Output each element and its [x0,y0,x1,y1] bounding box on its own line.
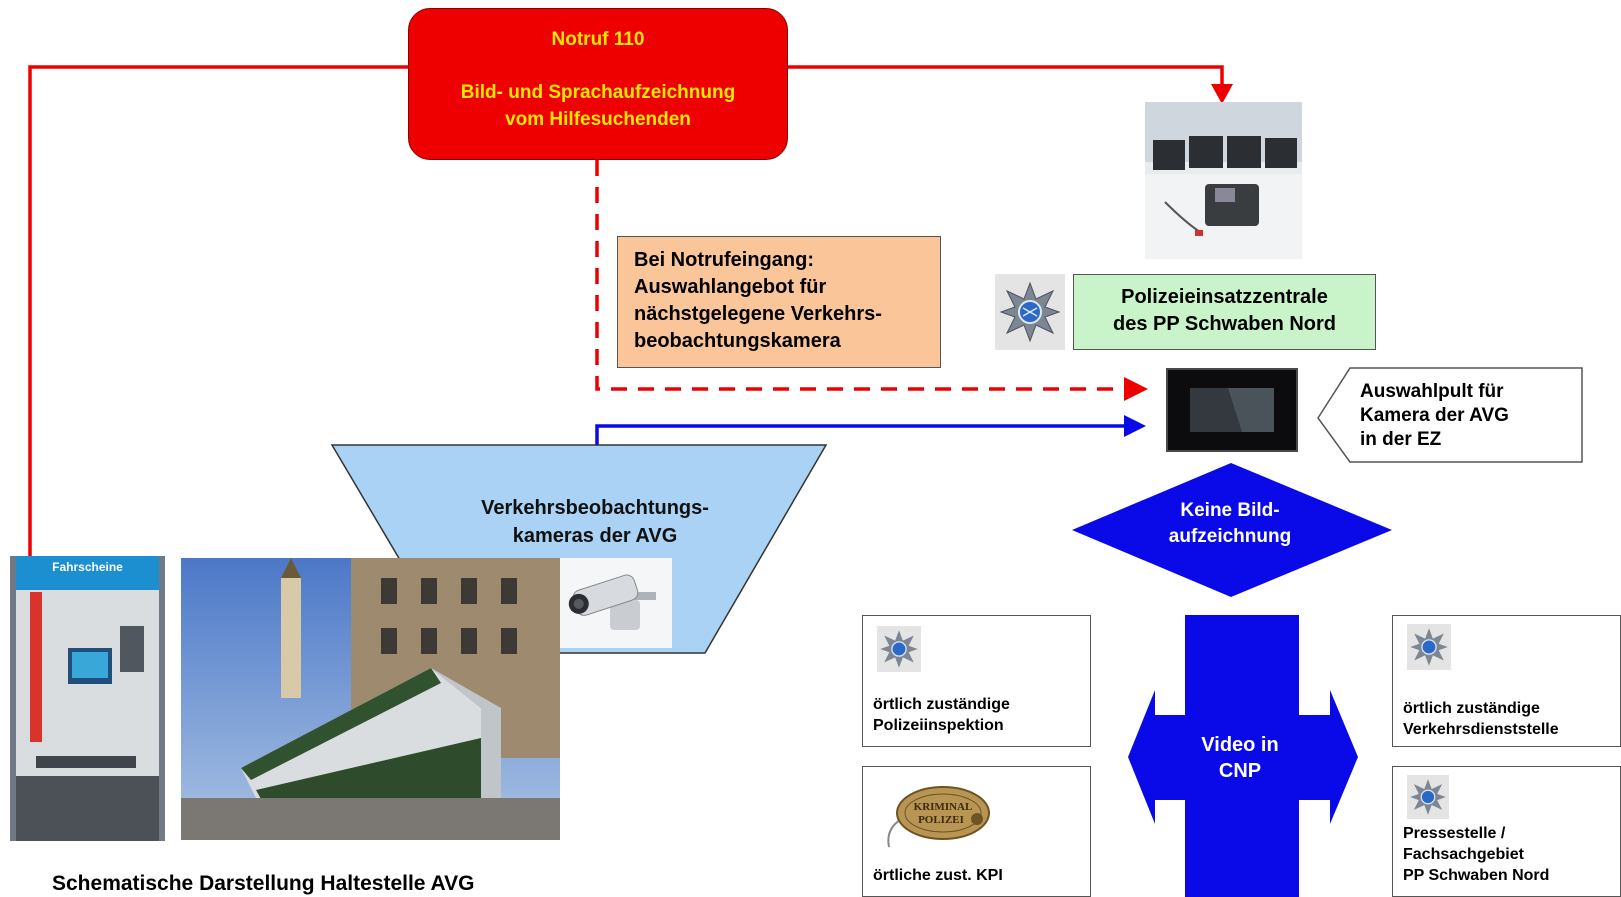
press-line-1: Pressestelle / [1403,825,1506,842]
blue-arrowhead-selector [1124,415,1146,437]
video-label: Video in CNP [1180,732,1300,784]
press-line-2: Fachsachgebiet [1403,846,1524,863]
video-line-1: Video in [1201,734,1279,756]
ticket-machine-label: Fahrscheine [52,560,123,574]
recipient-press-office: Pressestelle / Fachsachgebiet PP Schwabe… [1392,766,1621,897]
recipient-traffic-station: örtlich zuständige Verkehrsdienststelle [1392,615,1621,747]
recipient-police-station: örtlich zuständige Polizeiinspektion [862,615,1091,747]
police-station-line-1: örtlich zuständige [873,696,1010,713]
selector-callout: Auswahlpult für Kamera der AVG in der EZ [1360,380,1509,452]
video-line-2: CNP [1218,760,1262,782]
kriminalpolizei-badge-icon: KRIMINAL POLIZEI [881,777,993,857]
svg-text:KRIMINAL: KRIMINAL [914,801,973,813]
red-dashed-line [595,160,1128,391]
traffic-station-line-2: Verkehrsdienststelle [1403,721,1559,738]
selector-line-3: in der EZ [1360,429,1442,450]
selector-line-2: Kamera der AVG [1360,405,1509,426]
no-recording-line-2: aufzeichnung [1168,526,1292,547]
tram-photo [181,558,560,840]
red-arrowhead-selector [1124,377,1148,401]
emergency-call-box: Notruf 110 Bild- und Sprachaufzeichnung … [408,8,788,160]
camera-icon [560,558,672,648]
camera-label-line-1: Verkehrsbeobachtungs- [481,497,709,519]
police-star-icon [877,626,921,672]
kpi-line-1: örtliche zust. KPI [873,867,1003,884]
police-star-icon [995,274,1065,350]
selector-line-1: Auswahlpult für [1360,381,1504,402]
control-center-line-2: des PP Schwaben Nord [1112,313,1337,335]
recipient-kpi: KRIMINAL POLIZEI örtliche zust. KPI [862,766,1091,897]
press-line-3: PP Schwaben Nord [1403,867,1550,884]
police-star-icon [1407,624,1451,670]
red-line-to-ticket-machine [28,65,408,560]
no-recording-line-1: Keine Bild- [1180,500,1280,521]
control-center-line-1: Polizeieinsatzzentrale [1121,286,1328,308]
info-line-3: nächstgelegene Verkehrs- [634,303,882,325]
svg-text:POLIZEI: POLIZEI [918,814,964,826]
camera-label: Verkehrsbeobachtungs- kameras der AVG [335,494,855,550]
police-star-icon [1407,775,1449,819]
ticket-machine-photo: Fahrscheine [10,556,165,841]
red-arrowhead-control-center [1211,84,1233,104]
traffic-station-line-1: örtlich zuständige [1403,700,1540,717]
no-recording-diamond [1072,463,1392,597]
selector-callout-shape [1317,367,1583,463]
incoming-call-info-box: Bei Notrufeingang: Auswahlangebot für nä… [617,236,941,368]
blue-line [595,424,1128,445]
police-station-line-2: Polizeiinspektion [873,717,1004,734]
workstation-photo [1145,102,1302,259]
info-line-1: Bei Notrufeingang: [634,249,814,271]
red-line-to-control-center [788,65,1224,90]
no-recording-label: Keine Bild- aufzeichnung [1070,498,1390,550]
emergency-line-1: Bild- und Sprachaufzeichnung [460,82,736,103]
info-line-2: Auswahlangebot für [634,276,827,298]
stop-caption: Schematische Darstellung Haltestelle AVG [52,872,475,895]
info-line-4: beobachtungskamera [634,330,841,352]
police-control-center-box: Polizeieinsatzzentrale des PP Schwaben N… [1073,274,1376,350]
video-cross-arrow [1128,615,1358,897]
monitor-icon [1166,368,1298,452]
camera-label-line-2: kameras der AVG [512,525,678,547]
emergency-title: Notruf 110 [551,29,645,50]
emergency-line-2: vom Hilfesuchenden [505,109,691,130]
